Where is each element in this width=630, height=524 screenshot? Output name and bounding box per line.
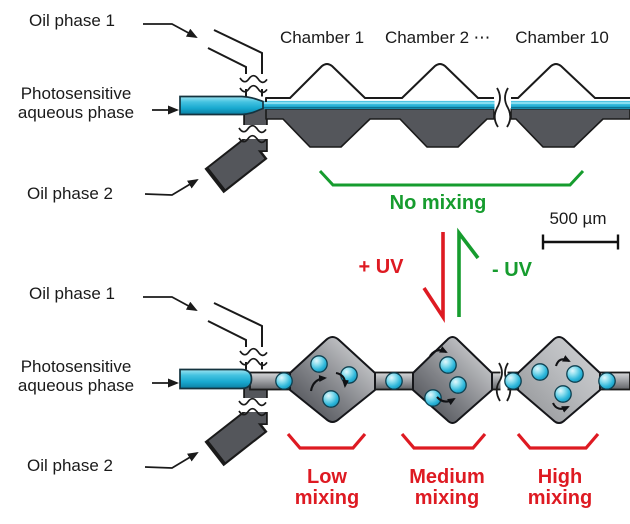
top-pipe-breaks (238, 74, 512, 144)
scale-bar (541, 234, 620, 250)
droplet (598, 372, 616, 390)
droplet (531, 363, 549, 381)
high-mixing-label: High mixing (527, 466, 593, 509)
top-main-channel (262, 63, 630, 148)
bottom-aqueous-tube (179, 368, 253, 390)
oil-phase-1-label-bottom: Oil phase 1 (29, 284, 115, 303)
high-mixing-chamber (517, 336, 601, 424)
low-mixing-label: Low mixing (294, 466, 360, 509)
aqueous-label-line1: Photosensitive (20, 84, 132, 103)
droplet (439, 356, 457, 374)
medium-mixing-label: Medium mixing (409, 466, 485, 509)
droplet (385, 372, 403, 390)
top-label-arrows (143, 23, 199, 196)
droplet (322, 390, 340, 408)
droplet (275, 372, 293, 390)
low-mixing-chamber (289, 336, 376, 423)
droplets (275, 355, 616, 408)
mixing-brackets (286, 432, 600, 450)
no-mixing-bracket (318, 169, 585, 187)
chamber-2-label: Chamber 2 (384, 28, 470, 47)
oil-phase-2-arrow-top (144, 178, 199, 196)
mixing-circulation-arrows (309, 346, 571, 413)
uv-minus-arrow (457, 227, 480, 317)
aqueous-label-line1: Photosensitive (20, 357, 132, 376)
no-mixing-label: No mixing (389, 192, 487, 214)
top-aqueous-tube (179, 95, 264, 116)
uv-plus-arrow (422, 232, 445, 324)
scale-bar-label: 500 µm (549, 209, 607, 228)
oil-phase-2-arrow-bottom (144, 451, 199, 469)
oil-phase-1-arrow-top (143, 23, 198, 38)
chamber-ellipsis: ⋯ (473, 28, 491, 47)
bottom-mixing-chambers (289, 336, 601, 424)
aqueous-label-line2: aqueous phase (17, 103, 135, 122)
droplet (424, 389, 442, 407)
low-mixing-bracket (286, 432, 367, 450)
droplet (310, 355, 328, 373)
medium-mixing-bracket (400, 432, 487, 450)
bottom-label-arrows (143, 296, 199, 469)
oil-phase-2-label-top: Oil phase 2 (27, 184, 113, 203)
chamber-10-label: Chamber 10 (515, 28, 609, 47)
oil-phase-2-label-bottom: Oil phase 2 (27, 456, 113, 475)
oil-phase-1-arrow-bottom (143, 296, 198, 311)
minus-uv-label: - UV (492, 259, 532, 281)
oil-phase-1-label-top: Oil phase 1 (29, 11, 115, 30)
aqueous-label-line2: aqueous phase (17, 376, 135, 395)
aqueous-stream (262, 100, 495, 110)
droplet (554, 385, 572, 403)
droplet (504, 372, 522, 390)
droplet (449, 376, 467, 394)
aqueous-phase-label-bottom: Photosensitive aqueous phase (8, 357, 144, 395)
bottom-pipe-breaks (238, 347, 270, 417)
high-mixing-bracket (516, 432, 600, 450)
aqueous-phase-label-top: Photosensitive aqueous phase (8, 84, 144, 122)
chamber-1-label: Chamber 1 (279, 28, 365, 47)
plus-uv-label: + UV (358, 256, 404, 278)
droplet (566, 365, 584, 383)
droplet (340, 366, 358, 384)
